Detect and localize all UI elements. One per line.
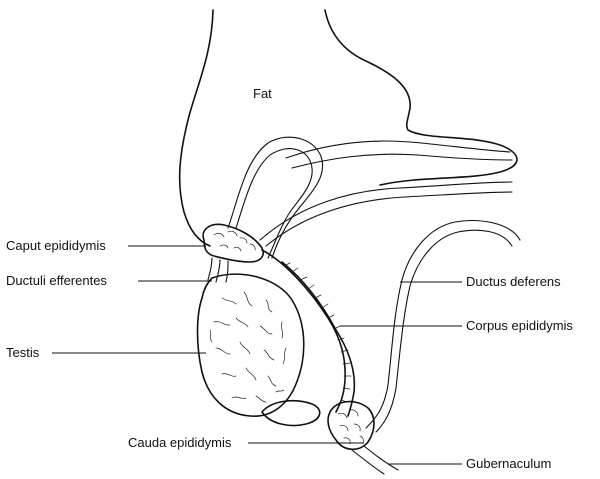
cauda-knot-texture: [337, 409, 364, 445]
label-fat: Fat: [253, 86, 272, 101]
vessel-loop-inner: [235, 148, 313, 259]
vessel-upper-1: [285, 140, 511, 159]
cauda-knot: [327, 400, 375, 451]
testis-texture: [209, 291, 287, 403]
label-caput-epididymis: Caput epididymis: [6, 238, 106, 253]
corpus-epididymis-outer: [261, 249, 346, 413]
label-corpus-epididymis: Corpus epididymis: [466, 318, 573, 333]
label-cauda-epididymis: Cauda epididymis: [128, 435, 232, 450]
label-ductus-deferens: Ductus deferens: [466, 274, 561, 289]
vessel-upper-2: [291, 153, 513, 169]
vessel-upper-3: [259, 181, 513, 241]
fat-pad-outline: [178, 9, 518, 247]
label-testis: Testis: [6, 345, 40, 360]
caput-texture: [213, 230, 256, 252]
vessel-upper-4: [265, 191, 513, 247]
label-ductuli-efferentes: Ductuli efferentes: [6, 273, 107, 288]
vessel-loop-outer: [227, 136, 324, 259]
cauda-epididymis: [261, 399, 321, 427]
corpus-coil-texture: [283, 262, 352, 403]
testis-outline: [196, 273, 305, 417]
ductuli-efferentes: [207, 257, 229, 283]
ductus-deferens-outer: [365, 220, 521, 429]
corpus-epididymis-inner: [281, 261, 356, 417]
caput-epididymis: [202, 223, 265, 263]
label-gubernaculum: Gubernaculum: [466, 456, 551, 471]
ductus-deferens-inner: [375, 229, 513, 433]
gubernaculum: [351, 445, 399, 475]
